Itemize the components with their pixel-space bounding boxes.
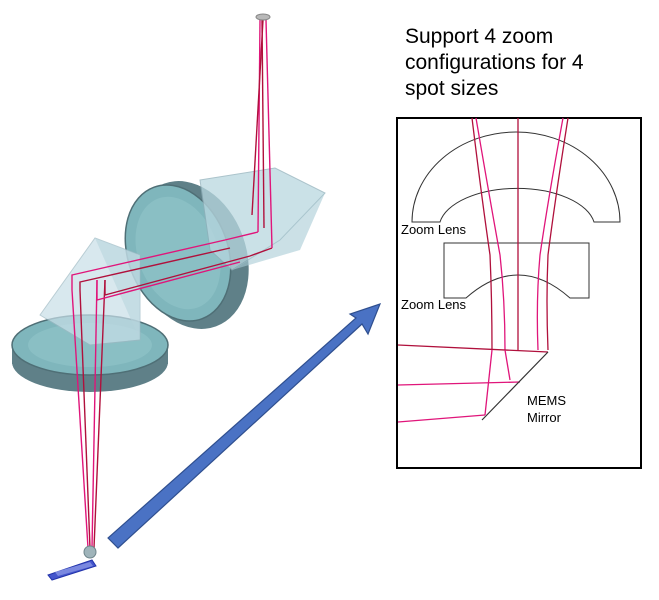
- inset-mems-mirror: [481, 351, 549, 421]
- inset-beams: [397, 117, 569, 423]
- label-zoom-lens-lower: Zoom Lens: [401, 297, 467, 312]
- title-line-2: configurations for 4: [405, 51, 584, 74]
- inset-upper-zoom-lens: [411, 131, 621, 223]
- diagram-title: Support 4 zoom configurations for 4 spot…: [405, 24, 645, 102]
- label-zoom-lens-upper: Zoom Lens: [401, 222, 467, 237]
- zoom-inset-panel: [396, 117, 642, 469]
- top-focus-spot: [255, 13, 271, 21]
- beam-lower-vertical: [71, 279, 106, 549]
- inset-lower-zoom-lens: [443, 242, 590, 299]
- optical-assembly-3d: [11, 13, 326, 581]
- zoom-callout-arrow: [107, 303, 382, 549]
- upper-prism-3d: [199, 167, 326, 271]
- title-line-3: spot sizes: [405, 77, 499, 100]
- beam-fold-horizontal: [71, 231, 273, 301]
- beam-upper-vertical: [251, 19, 273, 249]
- label-mems-line-1: MEMS: [527, 393, 566, 408]
- mems-mirror-3d: [47, 545, 97, 581]
- label-mems-line-2: Mirror: [527, 410, 561, 425]
- title-line-1: Support 4 zoom: [405, 25, 554, 48]
- inset-border: [396, 117, 642, 469]
